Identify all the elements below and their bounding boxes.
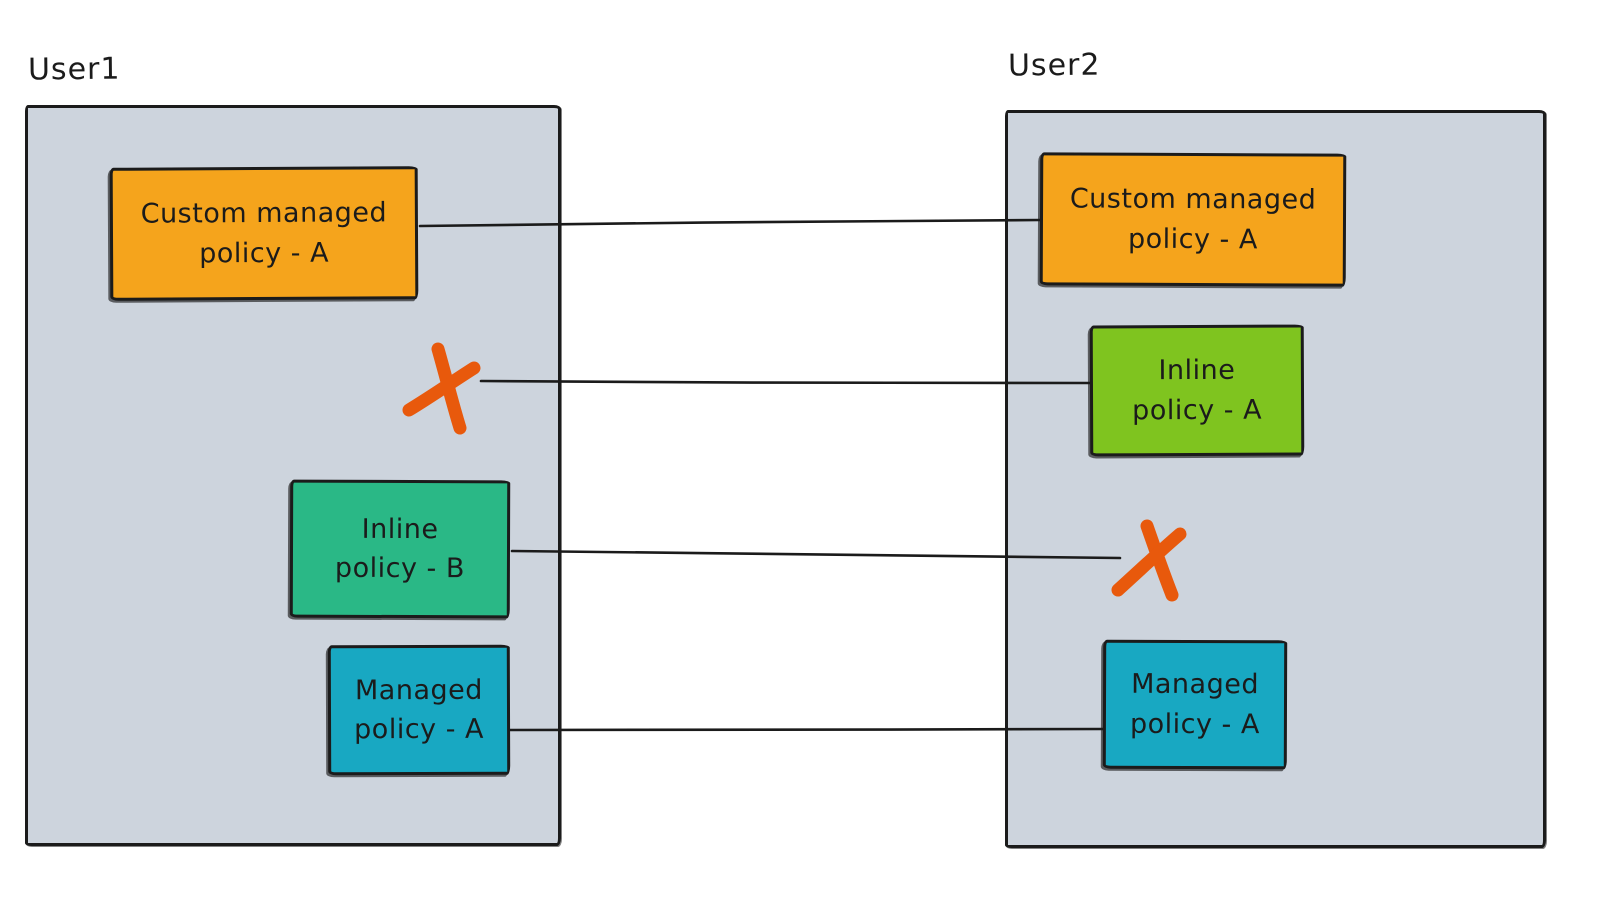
user2-title: User2 bbox=[1007, 47, 1101, 84]
user2-custom-managed-policy-box: Custom managed policy - A bbox=[1039, 152, 1347, 287]
user2-inline-policy-box: Inline policy - A bbox=[1089, 324, 1305, 457]
user2-managed-policy-box: Managed policy - A bbox=[1102, 639, 1288, 770]
policy-label-line: policy - B bbox=[334, 552, 465, 585]
policy-label-line: Custom managed bbox=[140, 197, 388, 231]
connector-inline-policy-a bbox=[479, 379, 1092, 385]
policy-label-line: Managed bbox=[1131, 669, 1260, 701]
user1-inline-policy-box: Inline policy - B bbox=[289, 479, 511, 619]
policy-label-line: Inline bbox=[361, 513, 439, 545]
policy-label-line: policy - A bbox=[354, 713, 485, 746]
user1-title: User1 bbox=[27, 51, 121, 88]
policy-label-line: policy - A bbox=[199, 237, 330, 269]
policy-label-line: Custom managed bbox=[1069, 183, 1317, 216]
policy-label-line: Inline bbox=[1158, 355, 1236, 387]
policy-label-line: Managed bbox=[354, 674, 483, 707]
policy-label-line: policy - A bbox=[1127, 223, 1258, 255]
policy-label-line: policy - A bbox=[1132, 394, 1263, 426]
user1-custom-managed-policy-box: Custom managed policy - A bbox=[109, 166, 419, 301]
policy-label-line: policy - A bbox=[1129, 708, 1260, 740]
user1-managed-policy-box: Managed policy - A bbox=[327, 644, 511, 776]
